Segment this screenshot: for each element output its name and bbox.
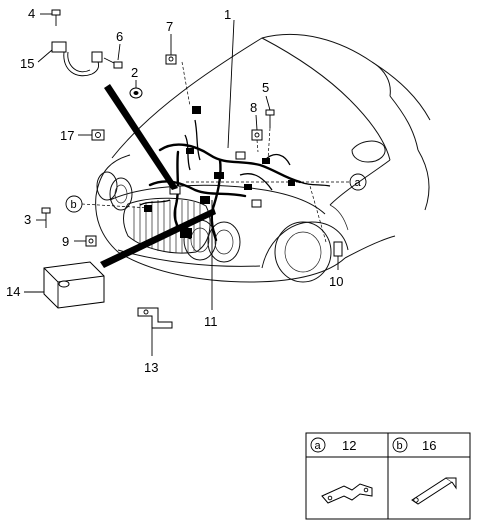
legend-a-letter: a xyxy=(315,440,322,452)
callout-5: 5 xyxy=(262,80,269,95)
part-2-grommet xyxy=(129,87,143,99)
part-3-bolt xyxy=(41,207,51,228)
callout-9: 9 xyxy=(62,234,69,249)
marker-a-circle xyxy=(349,173,367,191)
legend-a-circle xyxy=(310,437,326,453)
legend-part-12-bracket xyxy=(321,483,373,504)
callout-17: 17 xyxy=(60,128,74,143)
part-7-nut xyxy=(165,54,177,65)
leader-wedge-lower xyxy=(100,208,216,268)
leader-wedge-upper xyxy=(104,84,178,190)
legend-part-16-bracket xyxy=(411,477,457,505)
part-8-nut xyxy=(251,129,263,141)
callout-6: 6 xyxy=(116,29,123,44)
marker-b: b xyxy=(71,199,77,211)
part-4-bolt xyxy=(51,9,61,26)
part-17-clip xyxy=(91,129,105,141)
callout-1: 1 xyxy=(224,7,231,22)
legend-b-part: 16 xyxy=(422,438,436,453)
callout-2: 2 xyxy=(131,65,138,80)
part-5-bolt xyxy=(265,109,275,128)
part-10-clip xyxy=(333,241,343,262)
callout-8: 8 xyxy=(250,100,257,115)
callout-14: 14 xyxy=(6,284,20,299)
part-13-bracket xyxy=(137,307,173,329)
legend-b-circle xyxy=(392,437,408,453)
marker-a: a xyxy=(355,177,362,189)
part-9-nut xyxy=(85,235,97,247)
part-6-bolt xyxy=(103,57,123,69)
wiring-harness xyxy=(139,106,331,242)
part-15-ground-strap xyxy=(51,41,103,77)
callout-3: 3 xyxy=(24,212,31,227)
callout-13: 13 xyxy=(144,360,158,375)
leader-lines xyxy=(24,13,350,356)
legend-b-letter: b xyxy=(397,440,403,452)
callout-10: 10 xyxy=(329,274,343,289)
legend-box: a 12 b 16 xyxy=(305,432,471,520)
callout-7: 7 xyxy=(166,19,173,34)
part-14-module xyxy=(43,261,105,309)
callout-labels: 1 2 3 4 5 6 7 8 9 10 11 13 14 15 17 a b xyxy=(6,6,367,375)
callout-4: 4 xyxy=(28,6,35,21)
marker-b-circle xyxy=(65,195,83,213)
callout-15: 15 xyxy=(20,56,34,71)
callout-11: 11 xyxy=(204,314,218,329)
legend-a-part: 12 xyxy=(342,438,356,453)
